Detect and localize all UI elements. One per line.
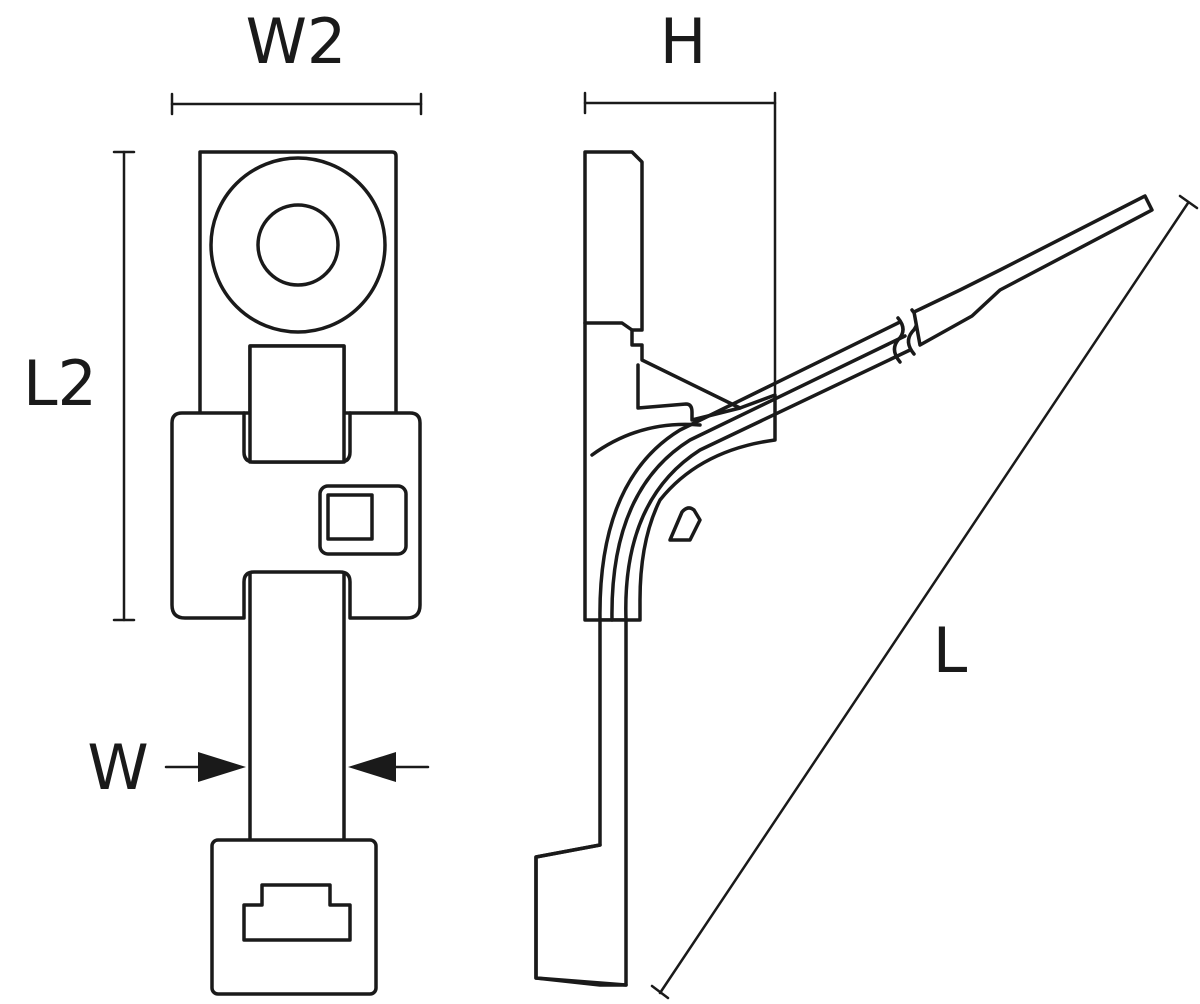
strap-bend-outer — [598, 320, 902, 622]
h-label: H — [660, 5, 707, 78]
side-strap-lower — [534, 618, 628, 987]
side-inner-step — [583, 321, 634, 332]
l-dimension-tick-top — [1178, 194, 1199, 210]
l2-label: L2 — [23, 347, 97, 420]
side-hook — [636, 363, 742, 422]
release-window-outer — [318, 484, 408, 556]
strap-break-mark-1 — [892, 316, 905, 364]
side-view: H L — [534, 5, 1199, 1000]
strap-upper-segment — [248, 344, 346, 464]
front-view: W2 L2 W — [23, 5, 430, 996]
w-label: W — [87, 731, 148, 804]
l-label: L — [933, 614, 968, 687]
strap-tip — [912, 194, 1154, 347]
screw-hole-inner — [256, 203, 340, 287]
side-tail-foot — [534, 843, 628, 987]
strap-tail-tab — [210, 838, 378, 996]
l-dimension-tick-bottom — [650, 984, 670, 1000]
tie-head-body — [170, 411, 422, 620]
release-window-inner — [326, 493, 374, 541]
strap-bend-inner — [624, 348, 912, 622]
w-arrow-right-head — [348, 752, 396, 782]
tail-slot — [242, 883, 352, 942]
w-arrow-left-head — [198, 752, 246, 782]
strap-bend-mid — [610, 334, 907, 622]
mount-side-body — [583, 150, 777, 622]
w2-label: W2 — [246, 5, 347, 78]
side-pawl — [668, 506, 702, 542]
l-dimension-line — [658, 201, 1190, 995]
